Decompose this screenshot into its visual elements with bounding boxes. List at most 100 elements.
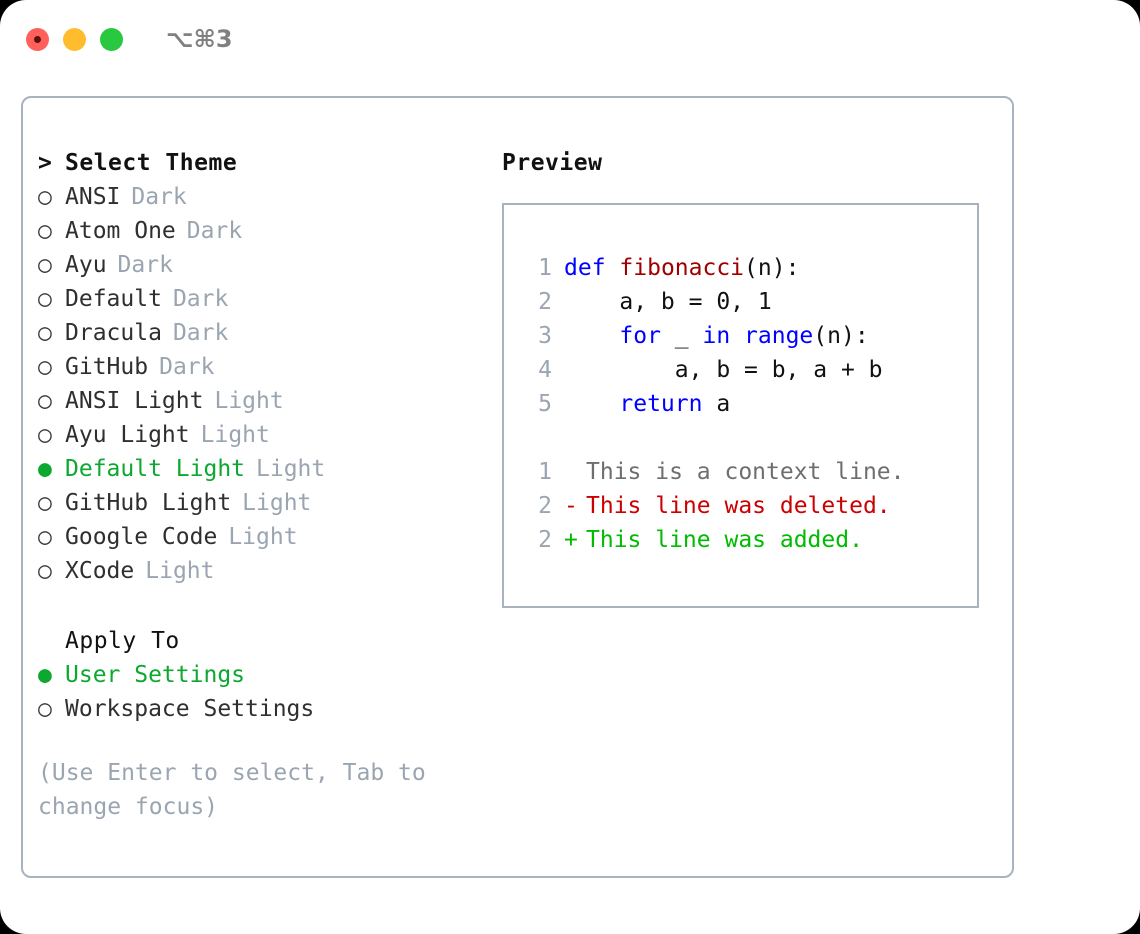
code-line-number: 3 <box>538 323 552 349</box>
code-token <box>564 391 619 417</box>
diff-line: 1 This is a context line. <box>518 455 968 489</box>
radio-unselected-icon: ○ <box>38 320 52 346</box>
diff-line: 2 + This line was added. <box>518 523 968 557</box>
diff-line-body: This is a context line. <box>564 455 905 489</box>
diff-line-number: 2 <box>538 527 552 553</box>
code-token <box>564 323 619 349</box>
radio-unselected-icon: ○ <box>38 388 52 414</box>
diff-line-body: + This line was added. <box>564 523 863 557</box>
diff-line-text: This is a context line. <box>586 459 905 485</box>
theme-option-name: ANSI <box>65 184 121 210</box>
radio-unselected-icon: ○ <box>38 218 52 244</box>
code-token <box>606 255 620 281</box>
code-token <box>730 323 744 349</box>
apply-to-option-name: User Settings <box>65 662 246 688</box>
theme-option-name: Ayu Light <box>65 422 190 448</box>
theme-option-kind: Dark <box>131 184 187 210</box>
preview-title: Preview <box>502 150 603 176</box>
diff-line-number: 1 <box>538 459 552 485</box>
code-token: in <box>702 323 731 349</box>
code-token: fibonacci <box>619 255 745 281</box>
code-line-text: return a <box>564 387 730 421</box>
radio-selected-icon: ● <box>38 662 52 688</box>
theme-option-github[interactable]: ○ GitHub Dark <box>38 350 498 384</box>
code-token: a <box>702 391 731 417</box>
window-titlebar: ⌥⌘3 <box>0 0 1140 78</box>
apply-to-option-workspace-settings[interactable]: ○ Workspace Settings <box>38 692 498 726</box>
keyboard-shortcut-label: ⌥⌘3 <box>166 25 233 53</box>
theme-option-kind: Light <box>228 524 298 550</box>
apply-to-label: Apply To <box>65 628 180 654</box>
radio-selected-icon: ● <box>38 456 52 482</box>
minimize-window-button[interactable] <box>63 27 86 51</box>
keyboard-hint-text: (Use Enter to select, Tab to change focu… <box>38 760 426 820</box>
theme-list-heading: > Select Theme <box>38 146 498 180</box>
code-token: _ <box>660 323 703 349</box>
code-line: 5 return a <box>518 387 968 421</box>
code-line-text: a, b = b, a + b <box>564 353 883 387</box>
section-spacer <box>38 588 498 624</box>
diff-sign: + <box>564 527 578 553</box>
code-token: a, b = b, a + b <box>564 357 883 383</box>
apply-to-options-list: ● User Settings ○ Workspace Settings <box>38 658 498 726</box>
code-token: (n): <box>813 323 869 349</box>
theme-option-name: GitHub <box>65 354 149 380</box>
theme-option-default[interactable]: ○ Default Dark <box>38 282 498 316</box>
theme-option-kind: Light <box>145 558 215 584</box>
caret-icon: > <box>38 150 52 176</box>
radio-unselected-icon: ○ <box>38 184 52 210</box>
maximize-window-button[interactable] <box>100 27 123 51</box>
diff-line-text: This line was added. <box>586 527 863 553</box>
theme-option-kind: Dark <box>117 252 173 278</box>
apply-to-heading: Apply To <box>38 624 498 658</box>
code-line-number: 5 <box>538 391 552 417</box>
apply-to-option-name: Workspace Settings <box>65 696 315 722</box>
code-line-text: a, b = 0, 1 <box>564 285 771 319</box>
code-line-text: def fibonacci(n): <box>564 251 799 285</box>
theme-option-kind: Dark <box>186 218 243 244</box>
theme-option-name: Google Code <box>65 524 218 550</box>
theme-option-kind: Light <box>242 490 312 516</box>
radio-unselected-icon: ○ <box>38 422 52 448</box>
code-token: return <box>619 391 703 417</box>
radio-unselected-icon: ○ <box>38 286 52 312</box>
close-window-button[interactable] <box>26 27 49 51</box>
theme-option-kind: Dark <box>159 354 215 380</box>
apply-to-option-user-settings[interactable]: ● User Settings <box>38 658 498 692</box>
traffic-lights <box>26 27 123 51</box>
radio-unselected-icon: ○ <box>38 558 52 584</box>
code-token: range <box>744 323 814 349</box>
theme-list-heading-label: Select Theme <box>65 150 238 176</box>
theme-option-name: Default <box>65 286 162 312</box>
code-line-text: for _ in range(n): <box>564 319 869 353</box>
code-token: for <box>619 323 661 349</box>
theme-option-name: ANSI Light <box>65 388 204 414</box>
radio-unselected-icon: ○ <box>38 354 52 380</box>
theme-option-ansi[interactable]: ○ ANSI Dark <box>38 180 498 214</box>
diff-sign <box>564 455 586 489</box>
code-token: def <box>564 255 606 281</box>
theme-option-kind: Dark <box>172 286 229 312</box>
code-line: 4 a, b = b, a + b <box>518 353 968 387</box>
diff-line-body: -This line was deleted. <box>564 489 891 523</box>
radio-unselected-icon: ○ <box>38 696 52 722</box>
code-line: 2 a, b = 0, 1 <box>518 285 968 319</box>
